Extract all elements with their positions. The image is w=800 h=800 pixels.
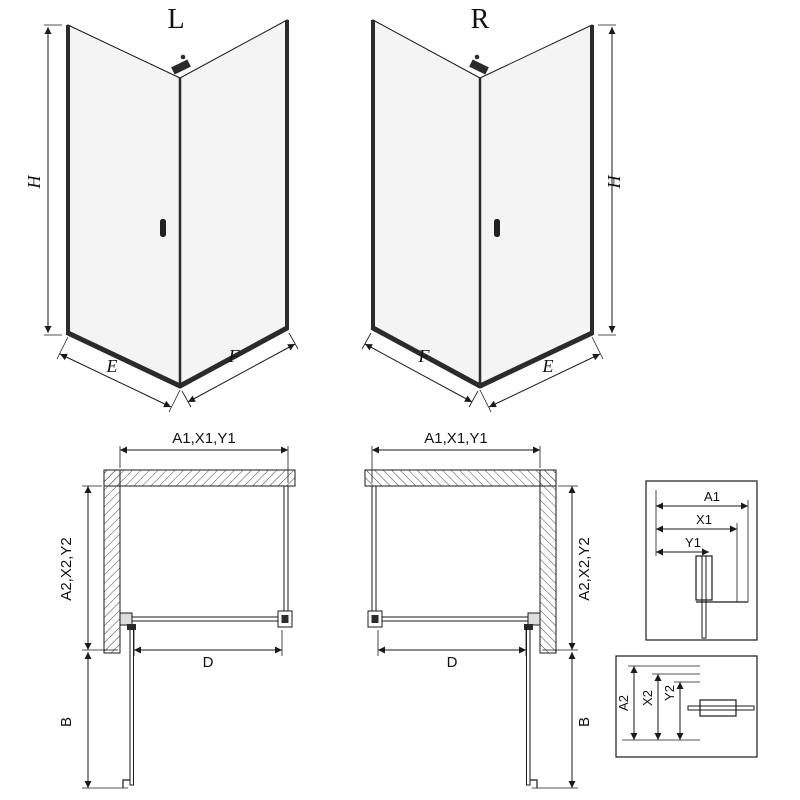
glass-profile-section <box>701 555 707 639</box>
dim-label-f: F <box>418 346 431 366</box>
dim-label-height: H <box>24 175 44 190</box>
detail-label-x1: X1 <box>696 512 712 527</box>
variant-label-left: L <box>167 4 184 35</box>
dim-label-swing: B <box>576 717 593 727</box>
plan-shapes-mirrored <box>365 446 578 788</box>
corner-bracket <box>171 59 191 75</box>
dim-line-e <box>59 353 172 408</box>
detail-box-width: A1 X1 Y1 <box>645 480 758 641</box>
wall-side <box>103 469 121 654</box>
dim-label-f: F <box>228 346 241 366</box>
detail-label-x2: X2 <box>640 690 655 706</box>
dim-label-door: D <box>203 654 214 671</box>
detail-box-depth: A2 X2 Y2 <box>615 655 758 758</box>
detail-label-a1: A1 <box>704 489 720 504</box>
door-open-leaf <box>129 626 134 786</box>
dim-label-e: E <box>106 356 118 376</box>
side-panel <box>179 19 288 389</box>
dim-label-depth: A2,X2,Y2 <box>576 537 593 600</box>
dim-line-f <box>187 343 296 403</box>
door-end-handle <box>122 779 130 788</box>
plan-shapes <box>82 446 296 789</box>
enclosure-3d <box>44 19 299 413</box>
door-hinge-mark <box>127 624 136 630</box>
dim-ext <box>288 332 299 350</box>
wall-profile-section <box>695 555 713 601</box>
corner-connector-core <box>281 615 289 623</box>
dim-ext <box>56 336 69 360</box>
detail-label-y1: Y1 <box>685 535 701 550</box>
dim-label-swing: B <box>58 717 75 727</box>
side-glass-plan <box>283 485 289 614</box>
enclosure-3d-mirrored <box>362 20 616 412</box>
dim-label-e: E <box>542 356 554 376</box>
door-handle <box>160 219 166 237</box>
door-glass-plan <box>131 616 279 622</box>
hinge-profile <box>119 612 133 626</box>
detail-label-y2: Y2 <box>662 685 677 701</box>
dim-label-width: A1,X1,Y1 <box>172 430 235 447</box>
3d-view-right: R H F E <box>362 4 624 412</box>
plan-view-left: A1,X1,Y1 A2,X2,Y2 D B <box>58 430 296 789</box>
plan-view-right: A1,X1,Y1 A2,X2,Y2 D B <box>365 430 593 788</box>
dim-label-height: H <box>604 175 624 190</box>
bracket-knob <box>180 54 186 60</box>
detail-label-a2: A2 <box>616 695 631 711</box>
3d-view-left: L H E F <box>24 4 299 413</box>
variant-label-right: R <box>471 4 490 35</box>
dim-label-width: A1,X1,Y1 <box>424 430 487 447</box>
wall-top <box>103 469 296 487</box>
dim-ext <box>181 390 192 408</box>
door-panel <box>67 24 181 389</box>
wall-profile-section <box>699 699 737 717</box>
glass-profile-section <box>687 705 755 711</box>
dim-ext <box>168 389 181 413</box>
dim-label-door: D <box>447 654 458 671</box>
dim-label-depth: A2,X2,Y2 <box>58 537 75 600</box>
